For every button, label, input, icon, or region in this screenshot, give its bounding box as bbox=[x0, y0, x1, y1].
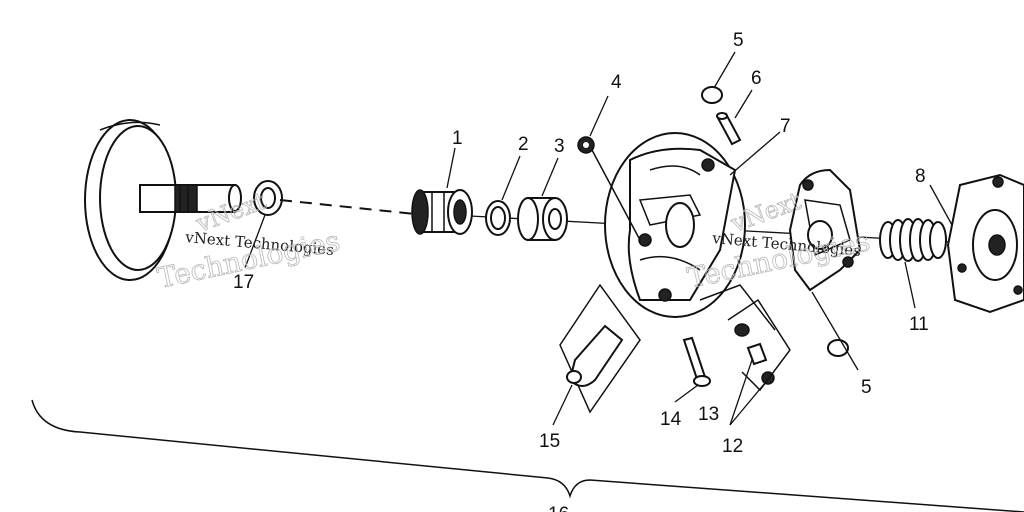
leader-17 bbox=[244, 214, 266, 269]
leader-15 bbox=[552, 384, 573, 426]
callout-14: 14 bbox=[660, 409, 682, 430]
callout-12: 12 bbox=[722, 436, 743, 457]
part-5-cap-top bbox=[701, 86, 723, 104]
callout-3: 3 bbox=[554, 136, 565, 157]
movable-sheave bbox=[604, 132, 746, 318]
leader-5a bbox=[713, 51, 736, 89]
center-axis-line bbox=[279, 199, 416, 215]
leader-4 bbox=[589, 95, 609, 137]
leader-11 bbox=[904, 261, 916, 309]
callout-8: 8 bbox=[915, 166, 926, 187]
leader-2 bbox=[501, 155, 521, 201]
part-15-weight bbox=[559, 283, 641, 414]
part-4-nut bbox=[577, 136, 595, 154]
part-11-spring bbox=[879, 218, 947, 262]
part-1-bushing bbox=[411, 189, 473, 235]
part-7-spider bbox=[788, 168, 862, 292]
leader-5b bbox=[811, 291, 859, 371]
leader-12b bbox=[729, 382, 766, 426]
hardware-bracket bbox=[727, 298, 791, 392]
assembly-brace bbox=[31, 399, 1024, 512]
callout-15: 15 bbox=[539, 431, 560, 452]
leader-12a bbox=[729, 359, 753, 426]
part-6-pin bbox=[716, 112, 742, 146]
callout-5-top: 5 bbox=[733, 30, 744, 51]
part-3-spacer bbox=[517, 197, 568, 241]
part-13-nut bbox=[734, 323, 750, 337]
callout-2: 2 bbox=[518, 134, 529, 155]
callout-4: 4 bbox=[611, 72, 622, 93]
callout-1: 1 bbox=[452, 128, 463, 149]
leader-14 bbox=[674, 384, 699, 403]
sheave-shaft bbox=[139, 184, 242, 213]
part-8-cover bbox=[946, 173, 1024, 314]
pin-line bbox=[591, 149, 641, 241]
leader-3 bbox=[541, 157, 559, 197]
leader-6 bbox=[734, 89, 753, 119]
callout-11: 11 bbox=[909, 314, 929, 335]
washer-17 bbox=[253, 180, 283, 216]
callout-7: 7 bbox=[780, 116, 791, 137]
leader-8 bbox=[929, 184, 953, 226]
sheave-bracket bbox=[699, 284, 776, 331]
callout-6: 6 bbox=[751, 68, 762, 89]
part-2-ring bbox=[485, 200, 511, 236]
callout-13: 13 bbox=[698, 404, 719, 425]
callout-17: 17 bbox=[233, 272, 254, 293]
leader-1 bbox=[446, 147, 456, 189]
part-14-bolt bbox=[682, 336, 711, 387]
callout-5-bottom: 5 bbox=[861, 377, 872, 398]
callout-16: 16 bbox=[548, 504, 569, 512]
leader-7 bbox=[729, 131, 781, 176]
part-12-bushing bbox=[746, 342, 775, 385]
